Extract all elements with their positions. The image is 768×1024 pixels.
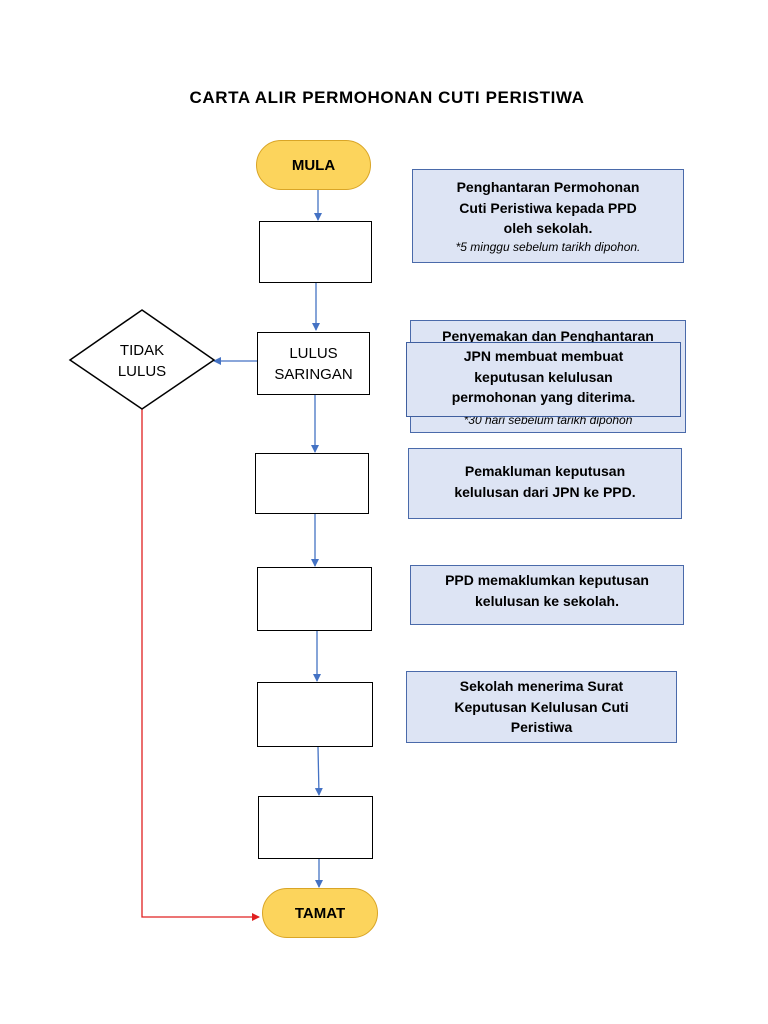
end-terminal: TAMAT xyxy=(262,888,378,938)
reject-label-line1: TIDAK xyxy=(119,342,165,359)
note-line: Sekolah menerima Surat xyxy=(459,678,624,694)
note-line: kelulusan ke sekolah. xyxy=(475,592,619,609)
note-line: Pemakluman keputusan xyxy=(464,463,626,479)
process-step-3 xyxy=(257,567,372,631)
note-school-receives: Sekolah menerima Surat Keputusan Kelulus… xyxy=(406,671,677,743)
process-step-1 xyxy=(259,221,372,283)
start-terminal: MULA xyxy=(256,140,371,190)
note-line: Peristiwa xyxy=(510,719,573,735)
note-line: kelulusan dari JPN ke PPD. xyxy=(454,483,636,500)
process-step-5 xyxy=(258,796,373,859)
reject-label-line2: LULUS xyxy=(117,363,167,380)
pass-label-line2: SARINGAN xyxy=(274,365,353,383)
note-line: JPN membuat membuat xyxy=(463,348,624,364)
note-ppd-to-school: PPD memaklumkan keputusan kelulusan ke s… xyxy=(410,565,684,625)
process-step-2 xyxy=(255,453,369,514)
connector-step4-step5 xyxy=(314,746,323,796)
pass-label-line1: LULUS xyxy=(289,344,338,362)
note-line: PPD memaklumkan keputusan xyxy=(445,572,649,588)
note-jpn-decision: JPN membuat membuat keputusan kelulusan … xyxy=(406,342,681,417)
note-line: oleh sekolah. xyxy=(503,220,593,236)
reject-decision-diamond xyxy=(68,309,216,410)
process-step-4 xyxy=(257,682,373,747)
note-line: Penyemakan dan Penghantaran xyxy=(442,328,654,344)
reject-label: TIDAK LULUS xyxy=(96,340,188,382)
note-line: Keputusan Kelulusan Cuti xyxy=(454,698,629,715)
decision-pass-box: LULUS SARINGAN xyxy=(257,332,370,395)
note-line: keputusan kelulusan xyxy=(474,368,613,385)
note-line: permohonan yang diterima. xyxy=(451,389,636,405)
page-title: CARTA ALIR PERMOHONAN CUTI PERISTIWA xyxy=(189,88,585,107)
note-subtext: *5 minggu sebelum tarikh dipohon. xyxy=(455,239,641,254)
note-submission: Penghantaran Permohonan Cuti Peristiwa k… xyxy=(412,169,684,263)
note-line: Cuti Peristiwa kepada PPD xyxy=(459,199,637,216)
note-line: Penghantaran Permohonan xyxy=(456,179,640,195)
note-jpn-to-ppd: Pemakluman keputusan kelulusan dari JPN … xyxy=(408,448,682,519)
connector-reject-end xyxy=(141,409,260,921)
